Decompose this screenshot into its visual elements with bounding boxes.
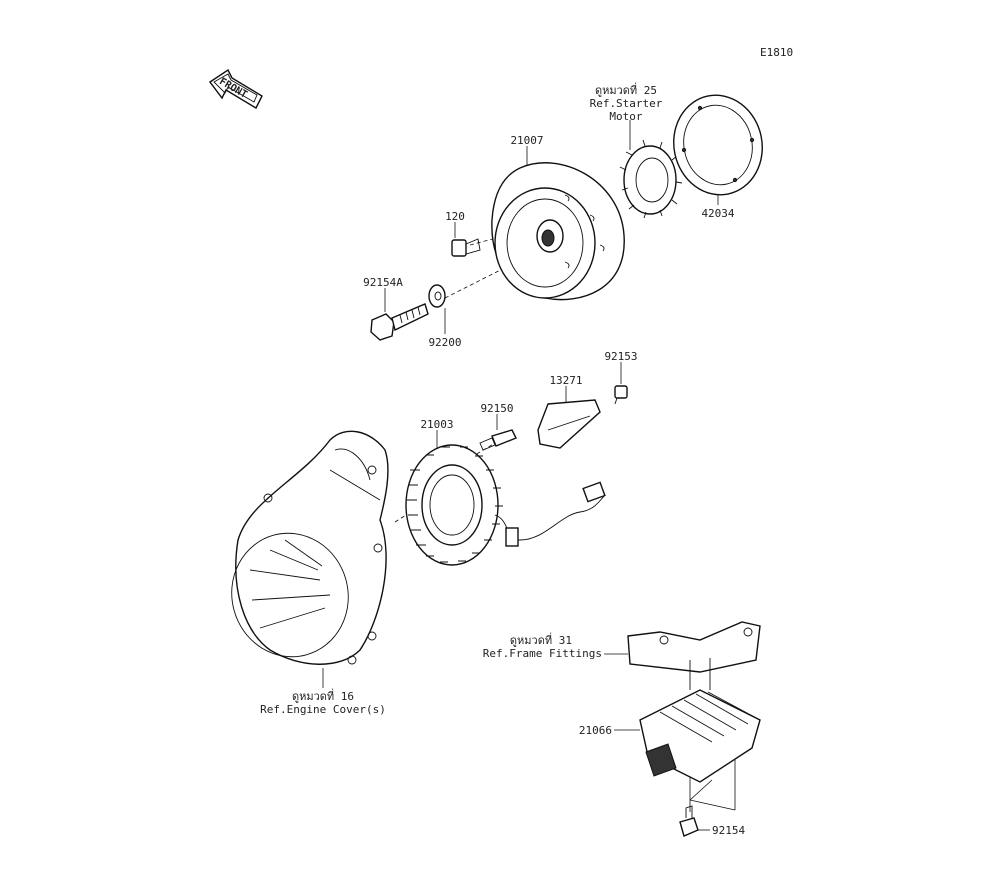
frame-bracket bbox=[627, 621, 761, 690]
part-label-92154: 92154 bbox=[712, 824, 746, 837]
stator-21003 bbox=[405, 444, 606, 566]
starter-clutch bbox=[619, 139, 683, 219]
ref-engine-covers: ดูหมวดที่ 16 Ref.Engine Cover(s) bbox=[260, 690, 386, 716]
part-label-42034: 42034 bbox=[701, 207, 735, 220]
bolt-120 bbox=[451, 238, 481, 257]
ref-frame-thai: ดูหมวดที่ 31 bbox=[509, 634, 572, 647]
ref-starter-motor: ดูหมวดที่ 25 Ref.Starter Motor bbox=[590, 84, 663, 123]
part-label-21066: 21066 bbox=[578, 724, 612, 737]
holder-13271 bbox=[537, 399, 601, 449]
part-label-120: 120 bbox=[445, 210, 465, 223]
part-label-92153: 92153 bbox=[604, 350, 638, 363]
part-label-21003: 21003 bbox=[420, 418, 454, 431]
gear-42034 bbox=[673, 94, 763, 196]
part-label-92200: 92200 bbox=[428, 336, 462, 349]
part-label-92154A: 92154A bbox=[363, 276, 403, 289]
part-label-92150: 92150 bbox=[480, 402, 514, 415]
engine-cover bbox=[231, 430, 389, 665]
ref-engine-thai: ดูหมวดที่ 16 bbox=[291, 690, 355, 703]
ref-starter-thai: ดูหมวดที่ 25 bbox=[594, 84, 658, 97]
washer-92200 bbox=[428, 284, 446, 308]
bolt-92154 bbox=[679, 805, 699, 837]
bolt-92154A bbox=[370, 303, 429, 341]
ref-starter-line2: Motor bbox=[609, 110, 643, 123]
bolt-92150 bbox=[479, 429, 517, 451]
ref-engine-line1: Ref.Engine Cover(s) bbox=[260, 703, 386, 716]
ref-frame-line1: Ref.Frame Fittings bbox=[482, 647, 602, 660]
rotor-21007 bbox=[491, 162, 625, 301]
ref-frame-fittings: ดูหมวดที่ 31 Ref.Frame Fittings bbox=[483, 634, 602, 660]
part-label-13271: 13271 bbox=[549, 374, 583, 387]
ref-starter-line1: Ref.Starter bbox=[589, 97, 663, 110]
front-arrow-icon bbox=[208, 68, 263, 109]
diagram-code: E1810 bbox=[760, 46, 794, 59]
part-label-21007: 21007 bbox=[510, 134, 544, 147]
regulator-21066 bbox=[639, 689, 761, 783]
screw-92153 bbox=[614, 385, 628, 405]
